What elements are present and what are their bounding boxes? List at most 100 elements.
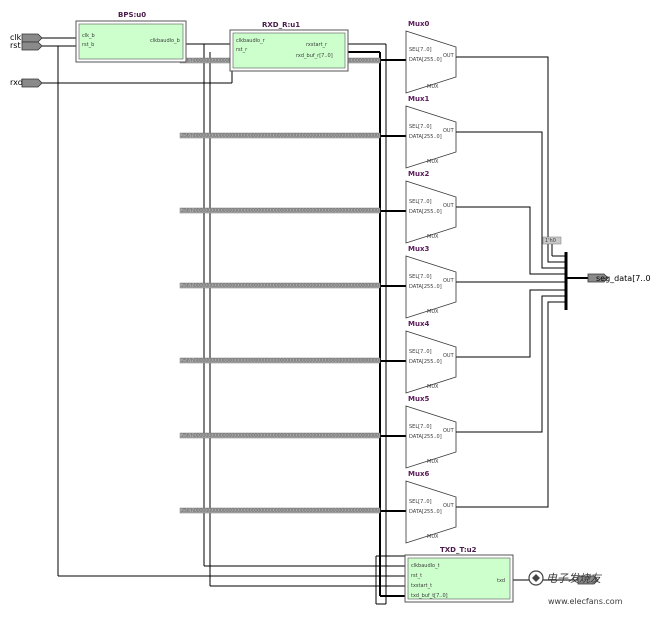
constant-bus-label: 256'h00000000000000000000000000000000000… bbox=[181, 133, 379, 139]
mux-title: Mux0 bbox=[408, 20, 429, 28]
constant-bus-4: 256'h00000000000000000000000000000000000… bbox=[179, 357, 381, 364]
output-pin-txd[interactable] bbox=[577, 575, 599, 585]
gnd-tag-box bbox=[542, 236, 562, 245]
rxd-port-rxd-buf-r: rxd_buf_r[7..0] bbox=[296, 53, 333, 59]
mux-5[interactable]: Mux5 SEL[7..0] DATA[255..0] OUT MUX bbox=[405, 395, 457, 469]
output-pin-shape bbox=[587, 273, 609, 283]
watermark: 电子发烧友 www.elecfans.com bbox=[528, 570, 623, 606]
input-pin-shape bbox=[21, 33, 43, 43]
mux-data-label: DATA[255..0] bbox=[409, 57, 442, 63]
txd-block[interactable]: TXD_T:u2 clkbaudlo_t rst_t txstart_t txd… bbox=[404, 546, 514, 603]
input-pin-rxd[interactable]: rxd bbox=[10, 78, 43, 88]
mux-data-label: DATA[255..0] bbox=[409, 359, 442, 365]
output-pin-seg-data[interactable]: seg_data[7..0] bbox=[587, 273, 651, 283]
mux-sel-label: SEL[7..0] bbox=[409, 499, 432, 505]
rxd-block[interactable]: RXD_R:u1 clkbaudlo_r rst_r rxstart_r rxd… bbox=[229, 21, 349, 72]
mux-title: Mux1 bbox=[408, 95, 429, 103]
mux-shape bbox=[405, 30, 457, 94]
watermark-logo-mark bbox=[532, 574, 540, 582]
mux-out-label: OUT bbox=[443, 428, 455, 434]
mux-title: Mux2 bbox=[408, 170, 429, 178]
constant-bus-label: 256'h00000000000000000000000000000000000… bbox=[181, 433, 379, 439]
mux-kind-label: MUX bbox=[427, 309, 439, 315]
constant-bus-3: 256'h00000000000000000000000000000000000… bbox=[179, 282, 381, 289]
rxd-title: RXD_R:u1 bbox=[262, 21, 300, 29]
mux-sel-label: SEL[7..0] bbox=[409, 47, 432, 53]
constant-bus-bar bbox=[179, 432, 381, 439]
mux-shape bbox=[405, 330, 457, 394]
mux-data-label: DATA[255..0] bbox=[409, 434, 442, 440]
mux-shape bbox=[405, 480, 457, 544]
mux-out-label: OUT bbox=[443, 203, 455, 209]
mux-1[interactable]: Mux1 SEL[7..0] DATA[255..0] OUT MUX bbox=[405, 95, 457, 169]
input-label-rxd: rxd bbox=[10, 78, 23, 87]
bps-port-clk-b: clk_b bbox=[82, 33, 95, 39]
mux-kind-label: MUX bbox=[427, 384, 439, 390]
mux-sel-label: SEL[7..0] bbox=[409, 199, 432, 205]
mux-out-label: OUT bbox=[443, 53, 455, 59]
mux-sel-label: SEL[7..0] bbox=[409, 349, 432, 355]
mux-title: Mux5 bbox=[408, 395, 429, 403]
txd-port-rst-t: rst_t bbox=[411, 573, 422, 579]
mux-data-label: DATA[255..0] bbox=[409, 284, 442, 290]
mux-data-label: DATA[255..0] bbox=[409, 134, 442, 140]
rxd-body bbox=[232, 32, 346, 69]
txd-port-txd-buf-t: txd_buf_t[7..0] bbox=[411, 593, 448, 599]
mux-6[interactable]: Mux6 SEL[7..0] DATA[255..0] OUT MUX bbox=[405, 470, 457, 544]
mux-title: Mux3 bbox=[408, 245, 429, 253]
constant-bus-bar bbox=[179, 357, 381, 364]
mux-data-label: DATA[255..0] bbox=[409, 509, 442, 515]
mux-sel-label: SEL[7..0] bbox=[409, 424, 432, 430]
constant-bus-bar bbox=[179, 207, 381, 214]
txd-port-txstart-t: txstart_t bbox=[411, 583, 432, 589]
mux-4[interactable]: Mux4 SEL[7..0] DATA[255..0] OUT MUX bbox=[405, 320, 457, 394]
mux-sel-label: SEL[7..0] bbox=[409, 124, 432, 130]
constant-bus-6: 256'h00000000000000000000000000000000000… bbox=[179, 507, 381, 514]
bps-body bbox=[78, 23, 184, 60]
mux-3[interactable]: Mux3 SEL[7..0] DATA[255..0] OUT MUX bbox=[405, 245, 457, 319]
txd-body bbox=[407, 557, 511, 600]
mux-shape bbox=[405, 255, 457, 319]
mux-shape bbox=[405, 405, 457, 469]
input-pin-shape bbox=[21, 78, 43, 88]
rxd-port-rst-r: rst_r bbox=[236, 47, 248, 53]
mux-shape bbox=[405, 105, 457, 169]
mux-sel-label: SEL[7..0] bbox=[409, 274, 432, 280]
mux-kind-label: MUX bbox=[427, 234, 439, 240]
constant-bus-2: 256'h00000000000000000000000000000000000… bbox=[179, 207, 381, 214]
constant-bus-bar bbox=[179, 132, 381, 139]
gnd-tag-label: 1'h0 bbox=[545, 238, 556, 244]
mux-kind-label: MUX bbox=[427, 534, 439, 540]
mux-out-label: OUT bbox=[443, 503, 455, 509]
watermark-brand: 电子发烧友 bbox=[546, 572, 603, 585]
input-pin-clk[interactable]: clk bbox=[10, 33, 43, 43]
output-label-seg-data: seg_data[7..0] bbox=[596, 274, 651, 283]
txd-port-clkbaudlo-t: clkbaudlo_t bbox=[411, 563, 440, 569]
mux-data-label: DATA[255..0] bbox=[409, 209, 442, 215]
constant-bus-5: 256'h00000000000000000000000000000000000… bbox=[179, 432, 381, 439]
constant-bus-1: 256'h00000000000000000000000000000000000… bbox=[179, 132, 381, 139]
constant-bus-label: 256'h00000000000000000000000000000000000… bbox=[181, 283, 379, 289]
input-label-rst: rst bbox=[10, 41, 21, 50]
constant-bus-label: 256'h00000000000000000000000000000000000… bbox=[181, 508, 379, 514]
rxd-port-clkbaudlo-r: clkbaudlo_r bbox=[236, 38, 266, 44]
mux-out-label: OUT bbox=[443, 278, 455, 284]
mux-kind-label: MUX bbox=[427, 84, 439, 90]
mux-2[interactable]: Mux2 SEL[7..0] DATA[255..0] OUT MUX bbox=[405, 170, 457, 244]
mux-0[interactable]: Mux0 SEL[7..0] DATA[255..0] OUT MUX bbox=[405, 20, 457, 94]
wires bbox=[42, 37, 588, 605]
bps-port-clkbaudlo-b: clkbaudlo_b bbox=[150, 38, 180, 44]
mux-out-label: OUT bbox=[443, 353, 455, 359]
input-pin-rst[interactable]: rst bbox=[10, 41, 43, 51]
input-pin-shape bbox=[21, 41, 43, 51]
bps-block[interactable]: BPS:u0 clk_b rst_b clkbaudlo_b bbox=[75, 11, 187, 63]
rxd-port-rxstart-r: rxstart_r bbox=[306, 42, 328, 48]
constant-bus-bar bbox=[179, 282, 381, 289]
mux-kind-label: MUX bbox=[427, 459, 439, 465]
txd-title: TXD_T:u2 bbox=[440, 546, 477, 554]
mux-title: Mux4 bbox=[408, 320, 429, 328]
constant-bus-bar bbox=[179, 507, 381, 514]
constant-bus-label: 256'h00000000000000000000000000000000000… bbox=[181, 208, 379, 214]
gnd-constant-tag: 1'h0 bbox=[542, 236, 562, 245]
